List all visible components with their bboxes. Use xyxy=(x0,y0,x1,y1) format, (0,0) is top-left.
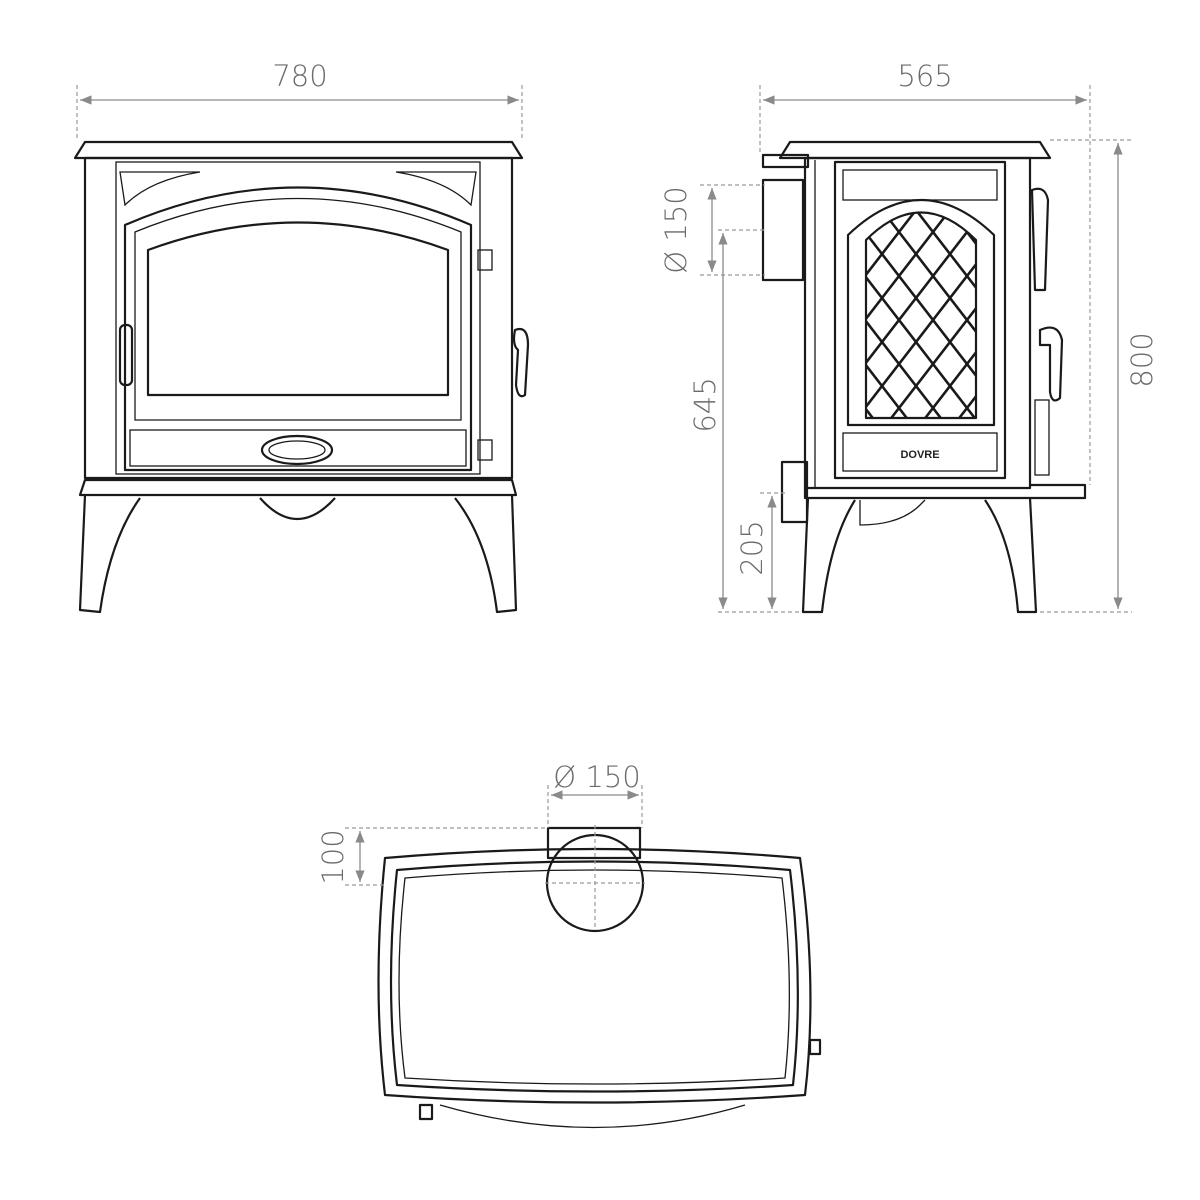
dimension-front-width: 780 xyxy=(76,59,523,140)
front-body xyxy=(83,156,514,480)
side-handle-icon xyxy=(1038,326,1064,402)
side-door xyxy=(833,160,1007,480)
dimension-side-depth: 565 xyxy=(759,59,1091,485)
dimension-side-total-height: 800 xyxy=(1040,139,1159,613)
label-flue-diameter-side: Ø 150 xyxy=(659,186,693,273)
top-outline xyxy=(377,847,812,1104)
dimension-bottom-outlet: 205 xyxy=(735,492,785,609)
bottom-outlet xyxy=(780,460,809,524)
door-latch xyxy=(118,323,134,387)
label-645: 645 xyxy=(688,377,722,432)
dovre-logo: DOVRE xyxy=(900,449,939,461)
top-view xyxy=(377,825,822,1129)
side-body xyxy=(803,156,1032,490)
dimension-top-offset: 100 xyxy=(316,827,548,886)
dimension-side-flue-height: 645 xyxy=(688,233,800,613)
label-205: 205 xyxy=(735,520,769,575)
air-control-handle xyxy=(260,434,334,466)
front-base xyxy=(78,478,518,497)
front-glass-window xyxy=(146,221,450,397)
front-left-leg xyxy=(78,494,141,614)
top-flue-collar xyxy=(546,826,642,860)
front-right-leg xyxy=(454,494,518,614)
label-flue-diameter-top: Ø 150 xyxy=(553,760,640,794)
dimension-top-flue: Ø 150 xyxy=(547,760,643,828)
label-800: 800 xyxy=(1125,332,1159,387)
side-handle-icon xyxy=(512,327,530,398)
front-view xyxy=(73,140,530,614)
label-780: 780 xyxy=(272,59,327,93)
side-left-leg xyxy=(801,497,856,614)
lattice-window xyxy=(866,212,976,418)
flue-collar xyxy=(761,178,805,282)
dimension-side-flue: Ø 150 xyxy=(659,184,765,276)
ash-pan xyxy=(259,497,336,520)
side-top-plate xyxy=(778,140,1052,160)
label-565: 565 xyxy=(897,59,952,93)
front-door[interactable] xyxy=(123,186,473,472)
side-view: DOVRE xyxy=(761,140,1087,614)
front-top-plate xyxy=(73,140,524,160)
side-right-leg xyxy=(984,497,1038,614)
label-100: 100 xyxy=(316,829,350,884)
